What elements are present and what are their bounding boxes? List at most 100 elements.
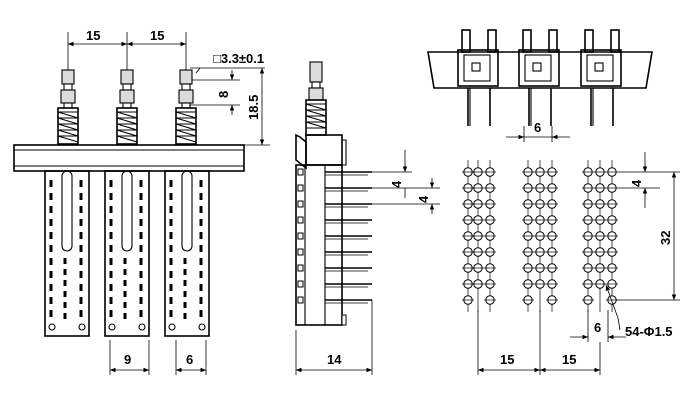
side-pin-tab <box>297 184 304 192</box>
contact-dash <box>199 219 203 226</box>
side-pin-tab <box>297 232 304 240</box>
contact-dash <box>139 232 143 239</box>
contact-dash <box>199 271 203 278</box>
contact-dash <box>49 180 53 187</box>
side-pin-tab <box>297 264 304 272</box>
contact-dash <box>49 193 53 200</box>
dim-col-pitch-2: 15 <box>562 352 576 367</box>
dim-shaft-square: □3.3±0.1 <box>213 51 264 66</box>
contact-dash <box>183 313 187 319</box>
contact-dash <box>123 280 127 286</box>
contact-dash <box>169 232 173 239</box>
contact-dash <box>79 245 83 252</box>
contact-dash <box>109 193 113 200</box>
pcb-layout: 4 32 54-Φ1.5 6 15 15 <box>462 152 680 375</box>
contact-dash <box>169 206 173 213</box>
dim-pin-spacing: 6 <box>534 120 541 135</box>
dim-depth: 14 <box>327 352 342 367</box>
dim-col-spacing: 6 <box>594 320 601 335</box>
side-view: 4 4 14 <box>295 61 440 375</box>
contact-dash <box>183 269 187 275</box>
contact-dash <box>79 206 83 213</box>
contact-dash <box>49 245 53 252</box>
contact-dash <box>199 206 203 213</box>
contact-dash <box>79 297 83 304</box>
side-pin-tab <box>297 280 304 288</box>
dim-width-pin: 6 <box>186 352 193 367</box>
contact-dash <box>79 232 83 239</box>
contact-dash <box>49 258 53 265</box>
contact-dash <box>169 180 173 187</box>
contact-dash <box>169 297 173 304</box>
switch-housing-3 <box>164 170 210 337</box>
contact-dash <box>169 219 173 226</box>
dim-pitch-1: 15 <box>86 28 100 43</box>
contact-dash <box>183 302 187 308</box>
contact-dash <box>49 232 53 239</box>
contact-dash-markers <box>49 180 203 319</box>
contact-dash <box>79 219 83 226</box>
contact-dash <box>79 310 83 317</box>
top-key-1 <box>457 29 499 126</box>
side-pin-tab <box>297 216 304 224</box>
contact-dash <box>139 310 143 317</box>
side-pin-tab <box>297 168 304 176</box>
contact-dash <box>139 180 143 187</box>
dim-pitch-2: 15 <box>150 28 164 43</box>
contact-dash <box>79 193 83 200</box>
contact-dash <box>123 258 127 264</box>
contact-dash <box>139 271 143 278</box>
contact-dash <box>79 180 83 187</box>
contact-dash <box>109 219 113 226</box>
dim-shaft-height: 18.5 <box>246 95 261 120</box>
dim-pin-pitch-1: 4 <box>389 180 404 188</box>
contact-dash <box>63 313 67 319</box>
contact-dash <box>139 245 143 252</box>
side-pin-tab <box>297 200 304 208</box>
contact-dash <box>109 271 113 278</box>
contact-dash <box>109 232 113 239</box>
contact-dash <box>109 180 113 187</box>
contact-dash <box>49 271 53 278</box>
contact-dash <box>183 258 187 264</box>
dim-total-height: 32 <box>658 231 673 245</box>
switch-stem-2 <box>116 69 138 145</box>
top-frame <box>427 51 653 89</box>
mounting-frame <box>13 144 245 172</box>
contact-dash <box>49 206 53 213</box>
contact-dash <box>139 206 143 213</box>
contact-dash <box>79 271 83 278</box>
contact-dash <box>139 284 143 291</box>
contact-dash <box>139 258 143 265</box>
contact-dash <box>169 193 173 200</box>
dim-pin-pitch-2: 4 <box>416 195 431 203</box>
contact-dash <box>79 284 83 291</box>
hole-note: 54-Φ1.5 <box>625 324 673 339</box>
contact-dash <box>109 297 113 304</box>
side-housing <box>295 164 343 326</box>
dim-travel: 8 <box>216 91 231 98</box>
leader-line <box>195 67 201 74</box>
switch-housing-1 <box>44 170 90 337</box>
contact-dash <box>169 245 173 252</box>
contact-dash <box>199 258 203 265</box>
contact-dash <box>183 280 187 286</box>
contact-dash <box>49 219 53 226</box>
switch-stem-3 <box>175 69 197 145</box>
contact-dash <box>199 232 203 239</box>
contact-dash <box>169 284 173 291</box>
contact-dash <box>109 206 113 213</box>
front-view: 15 15 □3.3±0.1 8 18.5 <box>13 28 270 375</box>
contact-dash <box>139 297 143 304</box>
pcb-hole-grid <box>462 160 618 312</box>
contact-dash <box>109 245 113 252</box>
contact-dash <box>109 284 113 291</box>
contact-dash <box>199 193 203 200</box>
top-view: 6 <box>427 29 653 142</box>
contact-dash <box>49 297 53 304</box>
side-contact-pins <box>297 168 372 326</box>
contact-dash <box>63 280 67 286</box>
contact-dash <box>63 269 67 275</box>
contact-dash <box>199 284 203 291</box>
contact-dash <box>139 219 143 226</box>
